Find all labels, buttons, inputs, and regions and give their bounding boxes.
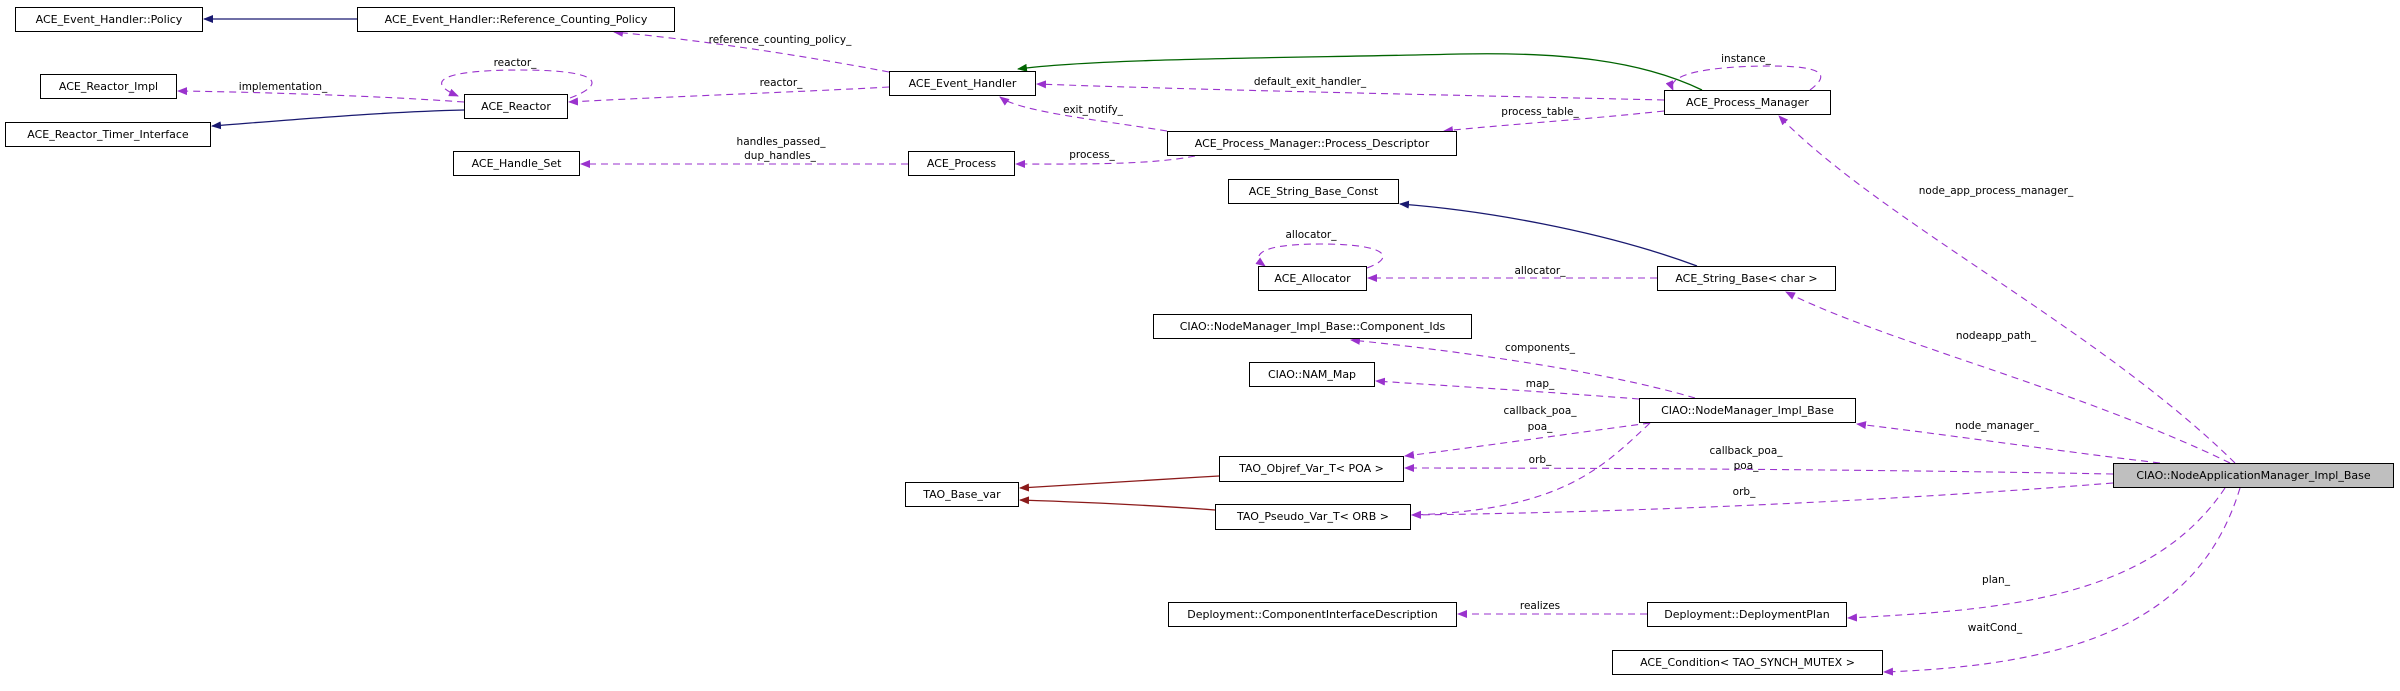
edge-nodemanager-componentids	[1350, 336, 1696, 399]
edge-pseudo-basevar	[1019, 496, 1216, 511]
edge-processmanager-eventhandler	[1036, 80, 1665, 101]
edge-label: handles_passed_	[736, 136, 826, 148]
edge-label: nodeapp_path_	[1955, 330, 2037, 342]
edge-label: reactor_	[759, 77, 803, 89]
class-node-handle-set[interactable]: ACE_Handle_Set	[453, 151, 580, 176]
edge-descriptor-process	[1015, 155, 1196, 169]
edge-processmanager-eventhandler-inherit	[1017, 53, 1703, 91]
edge-label: components_	[1504, 342, 1576, 354]
edge-label: callback_poa_	[1503, 405, 1577, 417]
edge-label: reference_counting_policy_	[708, 34, 852, 46]
edge-processmanager-descriptor	[1443, 110, 1665, 135]
class-node-process[interactable]: ACE_Process	[908, 151, 1015, 176]
edge-label: dup_handles_	[744, 150, 816, 162]
class-node-event-handler[interactable]: ACE_Event_Handler	[889, 71, 1036, 96]
edge-label: allocator_	[1514, 265, 1566, 277]
edge-label: poa_	[1527, 421, 1553, 433]
edge-label: node_app_process_manager_	[1918, 185, 2074, 197]
edge-label: callback_poa_	[1709, 445, 1783, 457]
edge-label: process_table_	[1501, 106, 1579, 118]
class-node-string-base-const[interactable]: ACE_String_Base_Const	[1228, 179, 1399, 204]
edge-nodemanager-objref	[1404, 422, 1651, 459]
edge-processmanager-self	[1665, 65, 1822, 91]
edge-nodemanager-pseudo	[1411, 422, 1651, 519]
class-node-deployment-plan[interactable]: Deployment::DeploymentPlan	[1647, 602, 1847, 627]
class-node-condition[interactable]: ACE_Condition< TAO_SYNCH_MUTEX >	[1612, 650, 1883, 675]
edge-eventhandler-refpolicy	[613, 28, 890, 73]
edge-objref-basevar	[1019, 475, 1220, 492]
edge-label: default_exit_handler_	[1253, 76, 1367, 88]
class-node-process-manager[interactable]: ACE_Process_Manager	[1664, 90, 1831, 115]
edge-label: implementation_	[238, 81, 328, 93]
edge-nam-condition	[1883, 487, 2241, 676]
edge-label: plan_	[1982, 574, 2010, 586]
class-node-policy[interactable]: ACE_Event_Handler::Policy	[15, 7, 203, 32]
edge-reactor-self	[441, 69, 593, 99]
class-node-nam-map[interactable]: CIAO::NAM_Map	[1249, 362, 1375, 387]
edge-label: poa_	[1733, 460, 1759, 472]
edge-eventhandler-reactor	[568, 86, 890, 106]
class-node-reactor-timer-interface[interactable]: ACE_Reactor_Timer_Interface	[5, 122, 211, 147]
edge-nodemanager-nammap	[1375, 377, 1640, 400]
edge-nam-pseudo	[1411, 482, 2114, 519]
class-node-component-ids[interactable]: CIAO::NodeManager_Impl_Base::Component_I…	[1153, 314, 1472, 339]
edge-label: orb_	[1732, 486, 1756, 498]
edge-label: waitCond_	[1967, 622, 2023, 634]
class-node-objref-var-poa[interactable]: TAO_Objref_Var_T< POA >	[1219, 456, 1404, 482]
class-node-nodeapplicationmanager-impl-base: CIAO::NodeApplicationManager_Impl_Base	[2113, 463, 2394, 488]
edge-nam-nodemanager	[1856, 421, 2161, 464]
class-node-tao-base-var[interactable]: TAO_Base_var	[905, 482, 1019, 507]
edge-nam-objref	[1404, 464, 2114, 475]
edge-label: node_manager_	[1955, 420, 2039, 432]
edge-reactor-timer	[211, 109, 465, 130]
edge-descriptor-eventhandler	[999, 96, 1168, 132]
class-node-process-descriptor[interactable]: ACE_Process_Manager::Process_Descriptor	[1167, 131, 1457, 156]
class-node-nodemanager-impl-base[interactable]: CIAO::NodeManager_Impl_Base	[1639, 398, 1856, 423]
class-node-reactor[interactable]: ACE_Reactor	[464, 94, 568, 119]
edge-label: realizes	[1519, 600, 1561, 612]
edge-nam-stringbase	[1785, 291, 2231, 464]
class-node-reactor-impl[interactable]: ACE_Reactor_Impl	[40, 74, 177, 99]
class-node-pseudo-var-orb[interactable]: TAO_Pseudo_Var_T< ORB >	[1215, 504, 1411, 530]
edge-nam-processmanager	[1778, 115, 2236, 464]
class-node-reference-counting-policy[interactable]: ACE_Event_Handler::Reference_Counting_Po…	[357, 7, 675, 32]
edge-label: map_	[1525, 378, 1555, 390]
edge-reactor-impl	[177, 87, 465, 103]
edge-label: orb_	[1528, 454, 1552, 466]
edge-label: process_	[1069, 149, 1115, 161]
edge-label: instance_	[1721, 53, 1771, 65]
edge-stringbase-const	[1399, 200, 1698, 267]
class-node-string-base-char[interactable]: ACE_String_Base< char >	[1657, 266, 1836, 291]
class-node-allocator[interactable]: ACE_Allocator	[1258, 266, 1367, 291]
edge-label: exit_notify_	[1063, 104, 1123, 116]
edge-label: reactor_	[493, 57, 537, 69]
class-node-component-interface-description[interactable]: Deployment::ComponentInterfaceDescriptio…	[1168, 602, 1457, 627]
edge-nam-plan	[1847, 487, 2226, 622]
edge-allocator-self	[1255, 243, 1384, 269]
edge-label: allocator_	[1285, 229, 1337, 241]
